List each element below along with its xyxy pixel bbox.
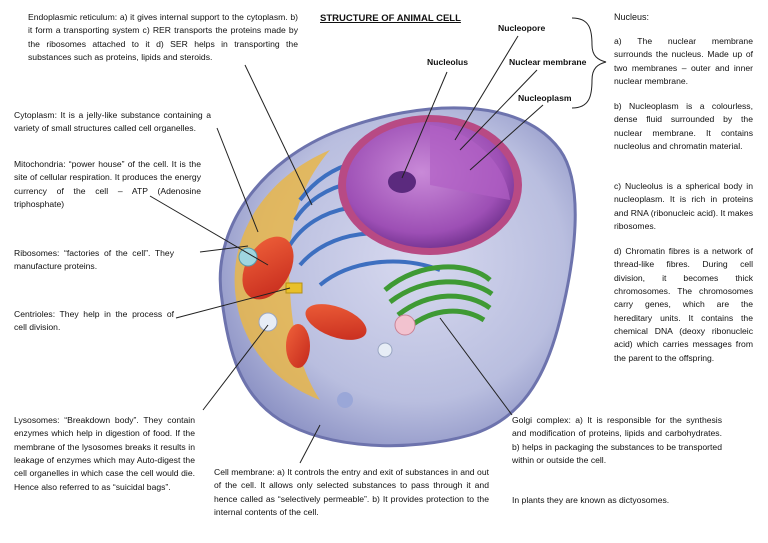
lysosomes-text: Lysosomes: “Breakdown body”. They contai… bbox=[14, 415, 195, 492]
label-nuclear-membrane: Nuclear membrane bbox=[509, 57, 587, 67]
centrioles bbox=[285, 282, 303, 294]
label-nucleolus: Nucleolus bbox=[427, 57, 469, 67]
golgi-complex bbox=[383, 264, 494, 330]
mitochondria-text: Mitochondria: “power house” of the cell.… bbox=[14, 159, 201, 209]
nucleolus bbox=[388, 171, 416, 193]
lysosome bbox=[377, 342, 393, 358]
nucleus-text-c: c) Nucleolus is a spherical body in nucl… bbox=[614, 181, 753, 231]
nucleus-heading: Nucleus: bbox=[614, 12, 650, 22]
label-nucleopore: Nucleopore bbox=[498, 23, 546, 33]
nucleus-text-b: b) Nucleoplasm is a colourless, dense fl… bbox=[614, 101, 753, 151]
nucleus-text-a: a) The nuclear membrane surrounds the nu… bbox=[614, 36, 753, 86]
page-title: STRUCTURE OF ANIMAL CELL bbox=[320, 13, 461, 24]
vesicle bbox=[337, 392, 353, 408]
mitochondrion bbox=[305, 304, 367, 340]
cell-membrane-text: Cell membrane: a) It controls the entry … bbox=[214, 467, 489, 517]
nucleoplasm-cut bbox=[430, 125, 510, 200]
leader-lines bbox=[149, 17, 607, 464]
vesicle bbox=[394, 314, 416, 336]
centrioles-text: Centrioles: They help in the process of … bbox=[14, 309, 174, 333]
ribosome-vesicle bbox=[238, 247, 258, 267]
lysosome bbox=[258, 312, 278, 332]
cytoplasm-text: Cytoplasm: It is a jelly-like substance … bbox=[14, 110, 211, 134]
label-nucleoplasm: Nucleoplasm bbox=[518, 93, 572, 103]
mitochondrion bbox=[286, 324, 310, 368]
endoplasmic-reticulum-text: Endoplasmic reticulum: a) it gives inter… bbox=[28, 12, 298, 62]
nucleus-text-d: d) Chromatin fibres is a network of thre… bbox=[614, 246, 753, 363]
golgi-plants-text: In plants they are known as dictyosomes. bbox=[512, 495, 670, 505]
golgi-complex-text: Golgi complex: a) It is responsible for … bbox=[512, 415, 722, 465]
ribosomes-text: Ribosomes: “factories of the cell”. They… bbox=[14, 248, 174, 272]
